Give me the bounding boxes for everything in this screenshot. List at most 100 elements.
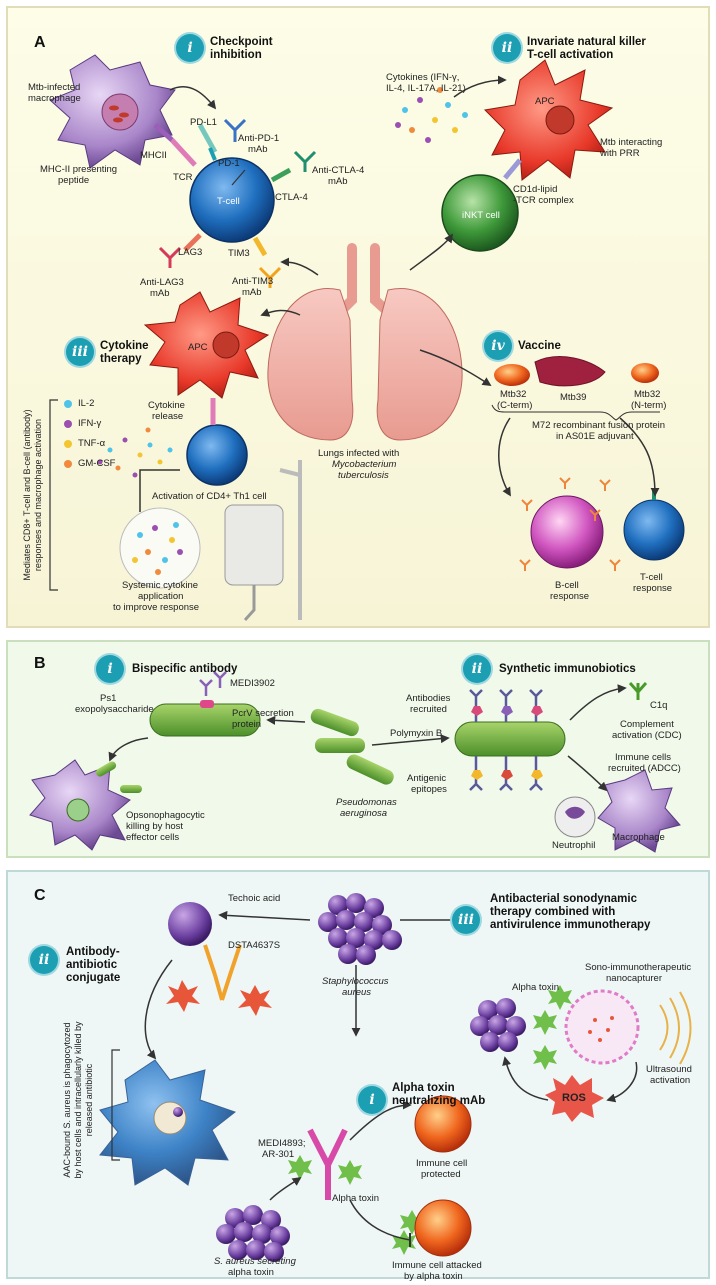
label-attacked-2: by alpha toxin (404, 1271, 463, 1282)
title-checkpoint-1: Checkpoint (210, 36, 273, 48)
label-neutrophil: Neutrophil (552, 840, 596, 851)
cytokine-dots-top (395, 87, 468, 143)
label-lungs-3: tuberculosis (338, 470, 389, 481)
legend-tnf: TNF-α (78, 438, 106, 449)
label-anti-pd1-1: Anti-PD-1 (238, 133, 280, 144)
label-secreting-1: S. aureus secreting (214, 1256, 296, 1267)
b-cell (530, 495, 604, 569)
cytokine-release-dots (97, 427, 173, 478)
immune-cell-protected (414, 1095, 472, 1153)
label-m72-2: in AS01E adjuvant (556, 431, 634, 442)
c1q-icon (628, 682, 648, 700)
legend-il2: IL-2 (78, 398, 95, 409)
title-sono-1: Antibacterial sonodynamic (490, 893, 637, 905)
title-synthetic: Synthetic immunobiotics (499, 663, 636, 675)
title-cytokine-2: therapy (100, 353, 142, 365)
label-mtb-macrophage-1: Mtb-infected (28, 82, 81, 93)
title-sono-2: therapy combined with (490, 906, 616, 918)
label-systemic-3: to improve response (113, 602, 200, 613)
label-inkt: iNKT cell (462, 210, 500, 221)
badge-b-ii: ii (463, 655, 491, 683)
label-anti-pd1-2: mAb (248, 144, 268, 155)
label-polymyxin: Polymyxin B (390, 728, 443, 739)
label-cytokine-release-1: Cytokine (148, 400, 185, 411)
label-cytokine-release-2: release (152, 411, 184, 422)
title-vaccine: Vaccine (518, 340, 561, 352)
badge-a-iv: iv (484, 332, 512, 360)
label-tcellresp-2: response (633, 583, 673, 594)
label-th1: Activation of CD4+ Th1 cell (152, 491, 267, 502)
label-cd1d-2: -TCR complex (513, 195, 574, 206)
legend-gmcsf: GM-CSF (78, 458, 116, 469)
label-pseudo-2: aeruginosa (340, 808, 388, 819)
toxin-burst (166, 980, 272, 1016)
label-alpha-toxin: Alpha toxin (512, 982, 560, 993)
cd4-th1-cell (186, 424, 248, 486)
label-staph-2: aureus (342, 987, 372, 998)
label-antibodies-2: recruited (410, 704, 447, 715)
label-mtb32c-1: Mtb32 (500, 389, 527, 400)
label-sono-1: Sono-immunotherapeutic (585, 962, 692, 973)
label-apc-middle: APC (188, 342, 208, 353)
label-mhc-peptide-2: peptide (58, 175, 90, 186)
staph-cluster-center (318, 893, 402, 965)
label-medi4893-2: AR-301 (262, 1149, 295, 1160)
label-lungs-2: Mycobacterium (332, 459, 397, 470)
legend-dot-gmcsf (64, 460, 72, 468)
title-aac-3: conjugate (66, 972, 121, 984)
iv-bag (224, 460, 302, 622)
label-antigenic-1: Antigenic (407, 773, 447, 784)
label-protected-1: Immune cell (416, 1158, 468, 1169)
ros-burst (545, 1075, 604, 1122)
label-cytokines-2: IL-4, IL-17A, IL-21) (386, 83, 466, 94)
badge-c-i: i (358, 1086, 386, 1114)
label-antigenic-2: epitopes (411, 784, 447, 795)
label-immune-1: Immune cells (615, 752, 671, 763)
pseudomonas-rod-right (454, 721, 566, 757)
nanocapturer (564, 989, 640, 1065)
label-tcellresp-1: T-cell (640, 572, 663, 583)
label-systemic-2: application (138, 591, 184, 602)
mtb32-nterm (631, 363, 659, 383)
label-mtb39: Mtb39 (560, 392, 587, 403)
label-bcell-1: B-cell (555, 580, 579, 591)
label-protected-2: protected (421, 1169, 461, 1180)
label-dsta: DSTA4637S (228, 940, 281, 951)
label-medi4893-1: MEDI4893; (258, 1138, 306, 1149)
label-macrophage: Macrophage (612, 832, 665, 843)
label-c1q: C1q (650, 700, 668, 711)
staph-cell-single (168, 902, 212, 946)
label-pcrv-1: PcrV secretion (232, 708, 294, 719)
medi4893-antibody (307, 1128, 348, 1200)
label-bcell-2: response (550, 591, 590, 602)
label-aac-1: AAC-bound S. aureus is phagocytozed (62, 1022, 72, 1178)
label-anti-tim3-1: Anti-TIM3 (232, 276, 274, 287)
label-systemic-1: Systemic cytokine (122, 580, 199, 591)
label-immune-2: recruited (ADCC) (608, 763, 681, 774)
label-ps1-1: Ps1 (100, 693, 117, 704)
label-mtb-prr-2: with PRR (600, 148, 640, 159)
staph-cluster-right (470, 998, 526, 1052)
badge-b-i: i (96, 655, 124, 683)
label-pdl1: PD-L1 (190, 117, 217, 128)
label-opso-2: killing by host (126, 821, 184, 832)
label-lungs-1: Lungs infected with (318, 448, 400, 459)
title-inkt-2: T-cell activation (527, 49, 614, 61)
label-pd1: PD-1 (218, 158, 240, 169)
badge-c-ii: ii (30, 946, 58, 974)
label-attacked-1: Immune cell attacked (392, 1260, 482, 1271)
label-tcr: TCR (173, 172, 193, 183)
label-side-1: Mediates CD8+ T-cell and B-cell (antibod… (22, 409, 32, 581)
mtb32-cterm (494, 364, 530, 386)
label-ps1-2: exopolysaccharide (75, 704, 154, 715)
title-aac-1: Antibody- (66, 946, 120, 958)
lungs (267, 243, 463, 441)
title-aac-2: antibiotic (66, 959, 118, 971)
title-checkpoint-2: inhibition (210, 49, 262, 61)
mtb39 (534, 356, 606, 387)
panel-label-b: B (34, 655, 46, 672)
title-sono-3: antivirulence immunotherapy (490, 919, 651, 931)
label-ultrasound-2: activation (650, 1075, 691, 1086)
label-side-mediates: Mediates CD8+ T-cell and B-cell (antibod… (22, 400, 44, 590)
